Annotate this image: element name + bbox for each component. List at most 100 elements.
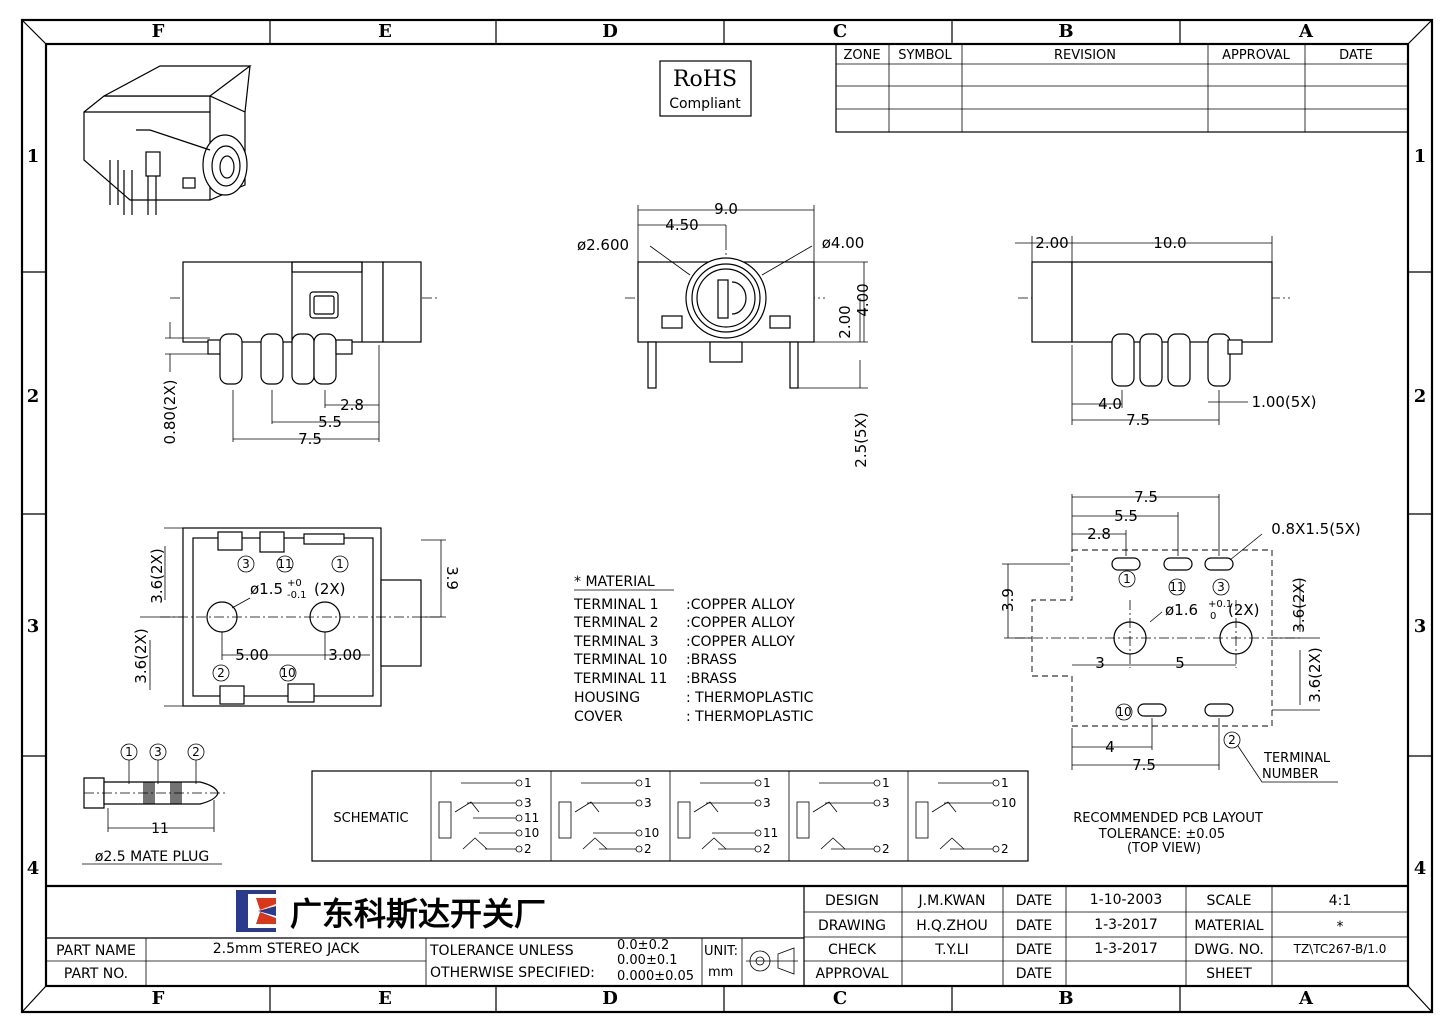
design-label: DESIGN (825, 893, 879, 909)
schematic-pin-label: 3 (524, 796, 532, 810)
schematic-terminal (635, 845, 643, 853)
schematic-pin-label: 2 (763, 842, 771, 856)
schematic-terminal (635, 829, 643, 837)
scale-label: SCALE (1207, 893, 1252, 909)
pcb-pin-1: 1 (1123, 572, 1131, 586)
scale-value: 4:1 (1329, 893, 1352, 909)
schematic-pin-label: 2 (524, 842, 532, 856)
schematic-cell: 132 (796, 776, 890, 856)
material-value-7: : THERMOPLASTIC (686, 709, 814, 725)
schematic-pin-label: 1 (524, 776, 532, 790)
schematic-terminal (754, 779, 762, 787)
zone-col-d: D (602, 21, 618, 42)
zone-row-4-right: 4 (1414, 858, 1427, 879)
design-date-label: DATE (1016, 893, 1052, 909)
zone-col-e: E (378, 21, 392, 42)
schematic-spring (820, 837, 846, 850)
tolerance-v1: 0.0±0.2 (617, 938, 669, 953)
zone-row-1-right: 1 (1414, 146, 1427, 167)
pcb-dim-3-6-bottom: 3.6(2X) (1306, 647, 1324, 702)
schematic-terminal (515, 829, 523, 837)
schematic-terminal (635, 779, 643, 787)
schematic-pin-label: 3 (882, 796, 890, 810)
dim-9-0: 9.0 (714, 200, 738, 218)
pcb-pin-3: 3 (1217, 580, 1225, 594)
schematic-terminal (754, 799, 762, 807)
side-view-right: 2.00 10.0 4.0 7.5 1.00(5X) (1015, 234, 1316, 429)
schematic-pin-label: 10 (1001, 796, 1016, 810)
title-block: 广东科斯达开关厂 PART NAME 2.5mm STEREO JACK PAR… (46, 884, 1408, 986)
schematic-pin-label: 3 (644, 796, 652, 810)
schematic-terminal (873, 845, 881, 853)
pcb-hole-count: (2X) (1228, 601, 1260, 619)
schematic-terminal (754, 845, 762, 853)
schematic-jack-body (915, 801, 929, 839)
material-name-3: TERMINAL 3 (573, 634, 659, 650)
drawing-date-label: DATE (1016, 918, 1052, 934)
zone-col-f-bottom: F (152, 988, 165, 1009)
material-name-6: HOUSING (574, 690, 640, 706)
material-title: * MATERIAL (574, 574, 655, 590)
dim-2-8: 2.8 (340, 396, 364, 414)
material-value-1: :COPPER ALLOY (686, 597, 795, 613)
dim-4-50: 4.50 (665, 216, 698, 234)
dim-7-5-right: 7.5 (1126, 411, 1150, 429)
dim-4-00: 4.00 (854, 283, 872, 316)
schematic-spring (693, 801, 719, 813)
dim-3-6-top: 3.6(2X) (148, 548, 166, 603)
material-value-3: :COPPER ALLOY (686, 634, 795, 650)
zone-col-a-bottom: A (1298, 988, 1314, 1009)
dim-outer-4-00: ø4.00 (822, 234, 865, 252)
terminal-label-line2: NUMBER (1262, 767, 1319, 782)
schematic-jack-body (796, 801, 810, 839)
approval-label: APPROVAL (815, 966, 888, 982)
dim-5-00: 5.00 (235, 646, 268, 664)
schematic-terminal (515, 814, 523, 822)
material-value-5: :BRASS (686, 671, 737, 687)
bottom-pin-10: 10 (280, 666, 295, 680)
design-name: J.M.KWAN (918, 893, 986, 909)
front-view: 9.0 4.50 ø2.600 ø4.00 2.00 4.00 2.5(5X) (577, 200, 872, 468)
pcb-caption-view: (TOP VIEW) (1127, 841, 1201, 856)
pcb-dim-slot: 0.8X1.5(5X) (1271, 520, 1361, 538)
material-value-2: :COPPER ALLOY (686, 615, 795, 631)
rev-header-zone: ZONE (843, 48, 880, 63)
dim-3-9: 3.9 (443, 566, 461, 590)
pcb-layout: 1 11 3 10 2 7.5 5.5 2.8 0.8X1.5(5X) 3.9 … (999, 488, 1361, 856)
material-name-4: TERMINAL 10 (573, 652, 667, 668)
zone-col-a: A (1298, 21, 1314, 42)
dim-hole-2-600: ø2.600 (577, 236, 629, 254)
tolerance-v2: 0.00±0.1 (617, 953, 678, 968)
zone-col-f: F (152, 21, 165, 42)
zone-col-c-bottom: C (833, 988, 847, 1009)
pcb-dim-3-9: 3.9 (999, 588, 1017, 612)
pcb-caption-tolerance: TOLERANCE: ±0.05 (1098, 827, 1225, 842)
mate-plug: 1 3 2 11 ø2.5 MATE PLUG (82, 743, 225, 865)
schematic-terminal (992, 845, 1000, 853)
bottom-view: 3 11 1 2 10 ø1.5 +0 -0.1 (2X) 5.00 3.00 … (132, 527, 461, 707)
zone-row-3: 3 (27, 616, 40, 637)
rohs-subtitle: Compliant (669, 96, 741, 112)
dim-hole-tol-down: -0.1 (287, 590, 307, 601)
company-logo (236, 890, 276, 932)
pcb-caption-title: RECOMMENDED PCB LAYOUT (1073, 811, 1263, 826)
terminal-label-line1: TERMINAL (1263, 751, 1331, 766)
bottom-pin-1: 1 (336, 557, 344, 571)
schematic-jack-body (677, 801, 691, 839)
schematic-spring (939, 837, 965, 850)
schematic-spring (454, 801, 480, 813)
dim-1-00-pin: 1.00(5X) (1252, 393, 1317, 411)
schematic-pin-label: 2 (1001, 842, 1009, 856)
schematic-terminal (635, 799, 643, 807)
zone-row-4: 4 (27, 858, 40, 879)
plug-pin-2: 2 (192, 745, 200, 759)
schematic-pin-label: 1 (763, 776, 771, 790)
rev-header-approval: APPROVAL (1222, 48, 1291, 63)
drawing-frame: F E D C B A F E D C B A 1 2 3 4 1 2 3 4 (20, 18, 1434, 1014)
pcb-dim-3-6-top: 3.6(2X) (1290, 577, 1308, 632)
dim-2-5-pins: 2.5(5X) (852, 412, 870, 467)
part-name-label: PART NAME (56, 943, 136, 959)
design-date: 1-10-2003 (1090, 892, 1162, 908)
